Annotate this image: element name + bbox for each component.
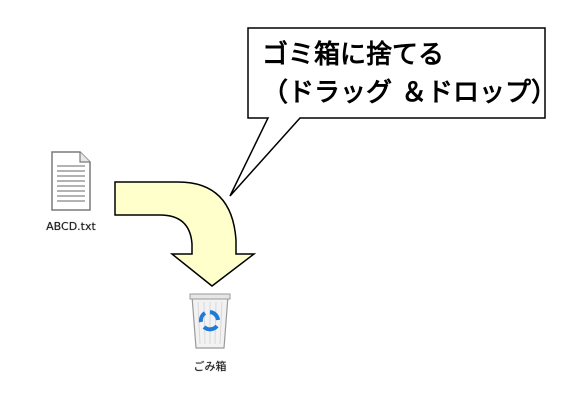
file-icon-label: ABCD.txt bbox=[46, 220, 96, 233]
arrow-shape bbox=[114, 181, 257, 287]
recycle-symbol-icon bbox=[198, 310, 220, 332]
callout-text: ゴミ箱に捨てる （ドラッグ ＆ドロップ） bbox=[262, 36, 558, 112]
callout-shape bbox=[229, 27, 546, 197]
callout-line-2: （ドラッグ ＆ドロップ） bbox=[262, 78, 558, 108]
text-file-icon bbox=[51, 151, 91, 211]
callout-line-1: ゴミ箱に捨てる bbox=[262, 40, 445, 70]
recycle-bin-icon bbox=[189, 293, 231, 349]
file-icon-item[interactable]: ABCD.txt bbox=[26, 150, 116, 233]
recycle-bin-item[interactable]: ごみ箱 bbox=[170, 290, 250, 374]
recycle-bin-label: ごみ箱 bbox=[193, 360, 227, 373]
